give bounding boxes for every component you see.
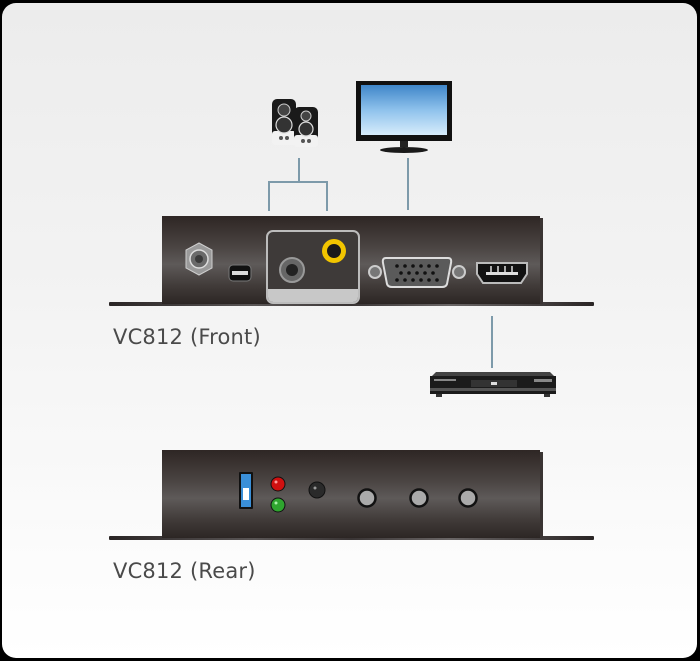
coaxial-audio-icon	[322, 239, 346, 263]
speaker-wire	[298, 158, 300, 182]
dip-switch[interactable]	[239, 472, 253, 509]
button-3[interactable]	[458, 488, 478, 508]
audio-jack-icon	[279, 257, 305, 283]
rear-label: VC812 (Rear)	[113, 559, 256, 583]
rear-shelf	[109, 536, 594, 540]
front-shelf	[109, 302, 594, 306]
button-2[interactable]	[409, 488, 429, 508]
speaker-wire	[326, 181, 328, 211]
led-red-icon	[270, 476, 286, 492]
speakers-icon	[272, 99, 318, 147]
mini-usb-port-icon	[228, 264, 252, 282]
speaker-wire	[268, 181, 270, 211]
monitor-wire	[407, 158, 409, 210]
diagram-panel: VC812 (Front)	[2, 3, 697, 658]
speaker-wire	[268, 181, 328, 183]
led-green-icon	[270, 497, 286, 513]
button-1[interactable]	[357, 488, 377, 508]
rear-panel	[162, 450, 543, 538]
front-panel	[162, 216, 543, 304]
monitor-icon	[356, 81, 452, 153]
ir-sensor-icon	[308, 481, 326, 499]
power-jack-icon	[185, 242, 213, 276]
player-wire	[491, 316, 493, 368]
dvd-player-icon	[430, 372, 556, 397]
front-label: VC812 (Front)	[113, 325, 261, 349]
vga-port-icon	[368, 257, 466, 288]
hdmi-port-icon	[476, 262, 528, 284]
